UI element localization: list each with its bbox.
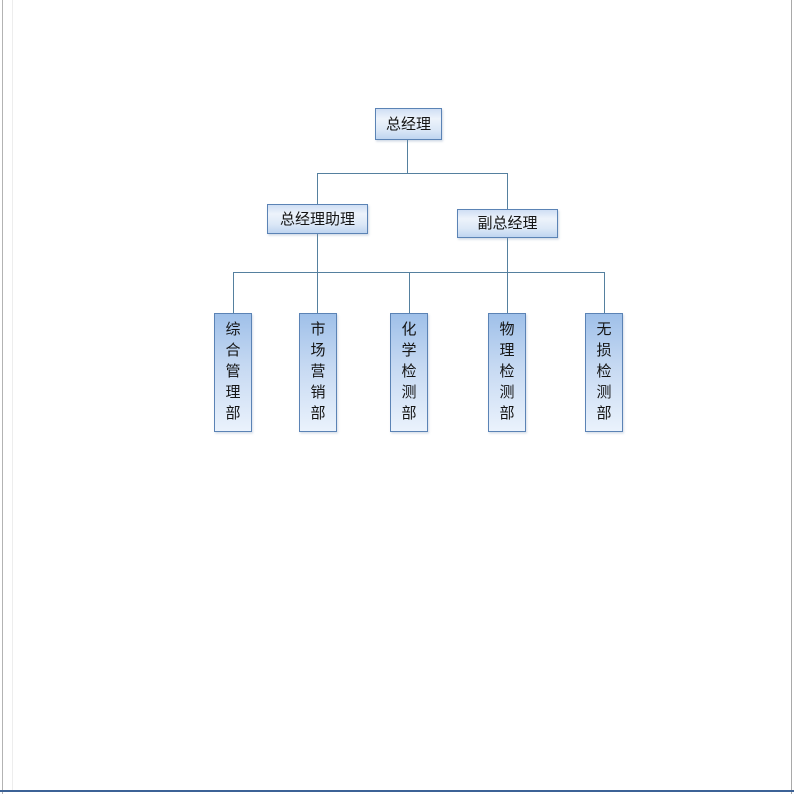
page-right-edge xyxy=(791,0,792,794)
connector-dept-chem-drop xyxy=(409,272,410,313)
page-left-inner-edge xyxy=(12,0,13,790)
connector-deputy-drop xyxy=(507,173,508,209)
org-node-dept-chemical-testing: 化学检测部 xyxy=(390,313,428,432)
org-node-dept-physical-testing: 物理检测部 xyxy=(488,313,526,432)
connector-assistant-to-bus xyxy=(317,234,318,313)
page-left-edge xyxy=(2,0,3,794)
org-node-general-manager: 总经理 xyxy=(375,108,442,140)
connector-dept-ndt-drop xyxy=(604,272,605,313)
connector-department-bus xyxy=(233,272,605,273)
connector-assistant-drop xyxy=(317,173,318,204)
org-node-gm-assistant: 总经理助理 xyxy=(267,204,368,234)
org-node-dept-ndt: 无损检测部 xyxy=(585,313,623,432)
connector-dept-admin-drop xyxy=(233,272,234,313)
connector-level1-bus xyxy=(317,173,508,174)
org-node-dept-marketing: 市场营销部 xyxy=(299,313,337,432)
connector-root-stem xyxy=(407,140,408,173)
page-bottom-rule xyxy=(0,790,794,792)
org-node-deputy-gm: 副总经理 xyxy=(457,209,558,238)
connector-deputy-to-bus xyxy=(507,238,508,313)
org-node-dept-general-management: 综合管理部 xyxy=(214,313,252,432)
